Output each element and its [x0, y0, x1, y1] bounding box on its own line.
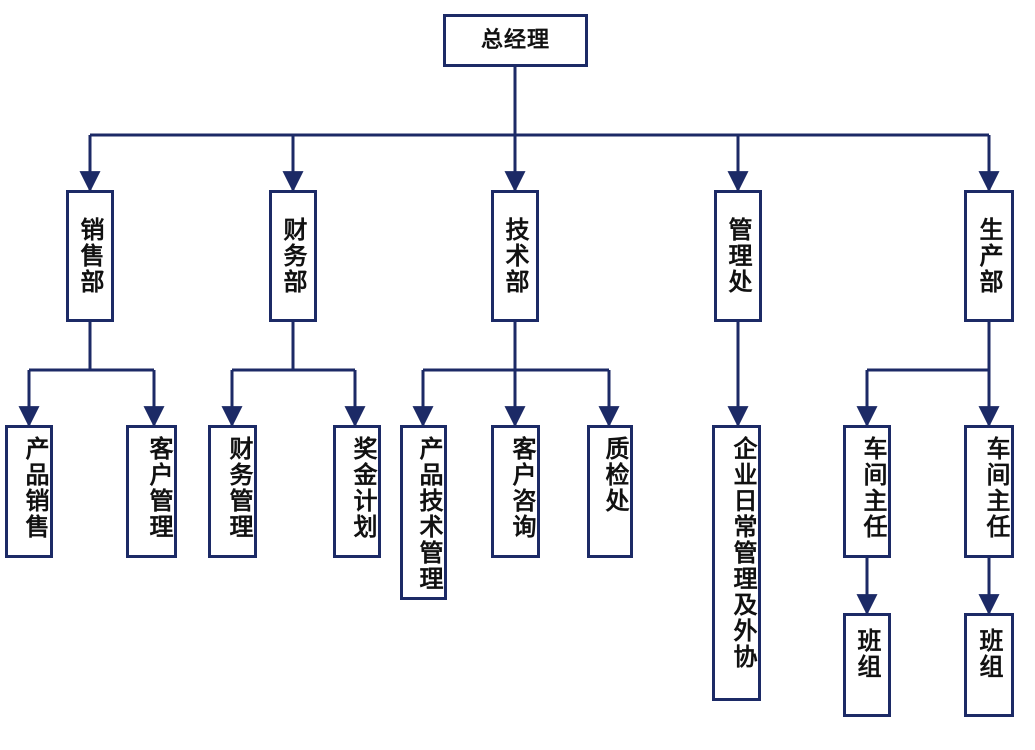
node-workshop-director-2: 车间主任 [964, 425, 1014, 558]
node-bonus-plan: 奖金计划 [333, 425, 381, 558]
node-finance-dept: 财务部 [269, 190, 317, 322]
node-enterprise-daily-management: 企业日常管理及外协 [712, 425, 761, 701]
node-production-dept: 生产部 [964, 190, 1014, 322]
node-workshop-director-1: 车间主任 [843, 425, 891, 558]
node-admin-office: 管理处 [714, 190, 762, 322]
node-quality-inspection: 质检处 [587, 425, 633, 558]
node-sales-dept: 销售部 [66, 190, 114, 322]
node-customer-consulting: 客户咨询 [491, 425, 540, 558]
node-customer-management: 客户管理 [126, 425, 177, 558]
node-team-1: 班组 [843, 613, 891, 717]
node-product-sales: 产品销售 [5, 425, 53, 558]
node-product-tech-management: 产品技术管理 [400, 425, 447, 600]
node-general-manager: 总经理 [443, 14, 588, 67]
node-team-2: 班组 [964, 613, 1014, 717]
node-tech-dept: 技术部 [491, 190, 539, 322]
node-financial-management: 财务管理 [208, 425, 257, 558]
